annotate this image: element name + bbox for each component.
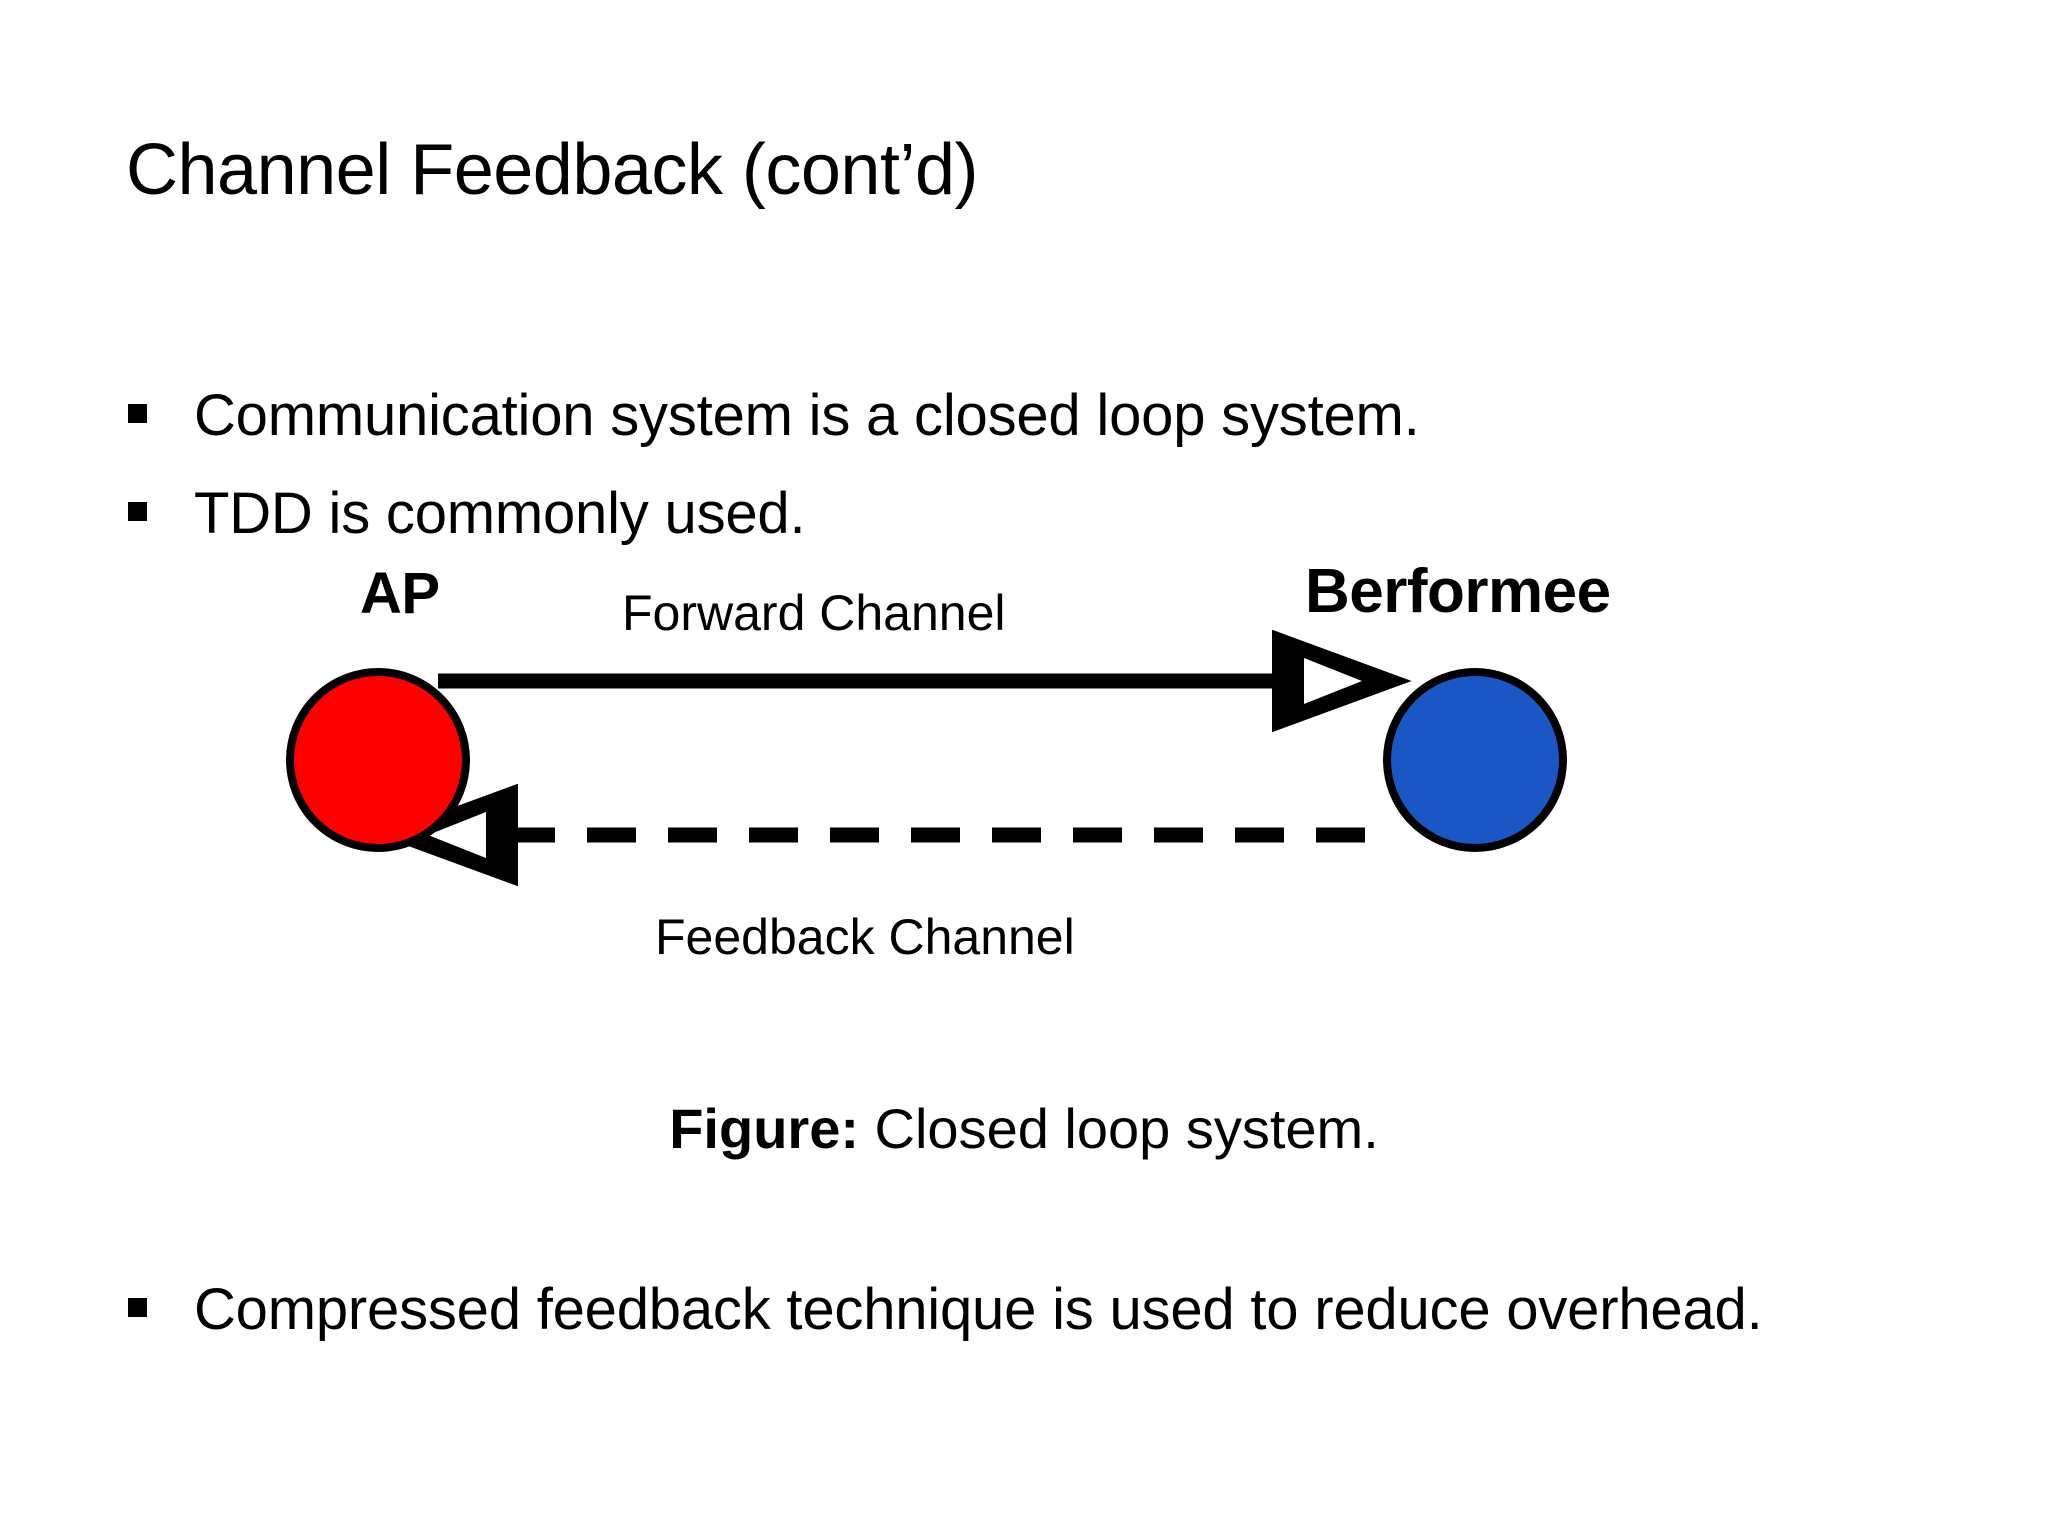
figure-caption-prefix: Figure: [669,1097,859,1160]
list-item: TDD is commonly used. [128,476,1908,551]
list-item-label: Communication system is a closed loop sy… [194,383,1420,448]
list-item-label: TDD is commonly used. [194,481,806,546]
feedback-channel-arrowhead-inner [428,812,486,858]
diagram-edge-label-feedback-channel: Feedback Channel [655,909,1075,965]
figure-caption-text: Closed loop system. [874,1097,1379,1160]
list-item: Compressed feedback technique is used to… [128,1272,1768,1347]
page-title: Channel Feedback (cont’d) [126,130,979,210]
figure-caption: Figure: Closed loop system. [0,1095,2048,1162]
forward-channel-arrowhead-inner [1304,658,1362,704]
diagram-node-label-ap: AP [360,561,440,626]
diagram-node-label-berformee: Berformee [1305,557,1611,626]
square-bullet-icon [128,404,147,423]
diagram-node-ap [286,668,470,852]
diagram-graphics [286,629,1567,887]
square-bullet-icon [128,1298,147,1317]
diagram-edge-label-forward-channel: Forward Channel [622,585,1006,641]
list-item: Communication system is a closed loop sy… [128,378,1908,453]
square-bullet-icon [128,502,147,521]
list-item-label: Compressed feedback technique is used to… [194,1277,1763,1342]
diagram-node-berformee [1383,668,1567,852]
closed-loop-diagram: AP Berformee Forward Channel Feedback Ch… [286,557,1780,1000]
